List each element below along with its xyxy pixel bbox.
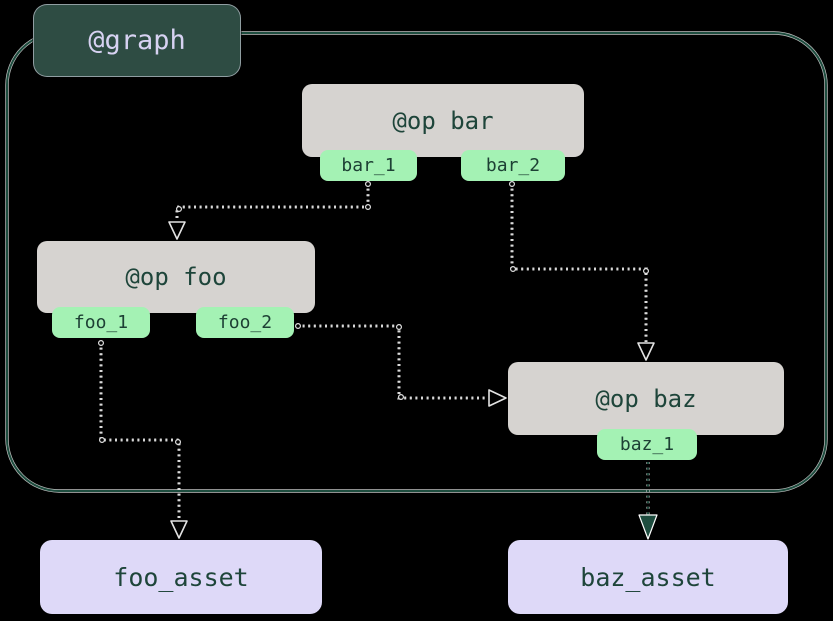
asset-baz-label: baz_asset [580, 562, 716, 592]
output-tag-foo-1[interactable]: foo_1 [52, 307, 150, 338]
output-tag-baz-1-label: baz_1 [619, 434, 675, 455]
graph-node-label: @graph [88, 25, 186, 56]
output-tag-foo-2-label: foo_2 [217, 312, 273, 333]
op-node-baz[interactable]: @op baz [508, 362, 784, 435]
output-tag-foo-2[interactable]: foo_2 [196, 307, 294, 338]
graph-node[interactable]: @graph [33, 4, 241, 77]
arrowhead-baz-asset [638, 514, 658, 540]
edge-foo2-to-baz [295, 323, 507, 407]
op-node-bar[interactable]: @op bar [302, 84, 584, 157]
output-tag-bar-1-label: bar_1 [341, 155, 396, 176]
output-tag-baz-1[interactable]: baz_1 [597, 429, 697, 460]
output-tag-bar-1[interactable]: bar_1 [320, 150, 417, 181]
output-tag-foo-1-label: foo_1 [73, 312, 129, 333]
arrowhead-baz-top [637, 342, 655, 361]
edge-foo1-to-foo-asset [97, 340, 188, 539]
op-baz-label: @op baz [595, 384, 697, 413]
edge-bar1-to-foo [168, 181, 372, 240]
output-tag-bar-2[interactable]: bar_2 [461, 150, 565, 181]
asset-node-baz-asset[interactable]: baz_asset [508, 540, 788, 614]
edge-baz1-to-baz-asset [638, 462, 658, 540]
op-bar-label: @op bar [392, 106, 494, 135]
op-foo-label: @op foo [125, 263, 227, 291]
arrowhead-foo-asset [170, 520, 188, 539]
asset-node-foo-asset[interactable]: foo_asset [40, 540, 322, 614]
edge-bar2-to-baz [509, 181, 655, 361]
arrowhead-foo [168, 221, 186, 240]
graph-border [5, 31, 828, 493]
op-node-foo[interactable]: @op foo [37, 241, 315, 313]
asset-foo-label: foo_asset [113, 562, 249, 592]
output-tag-bar-2-label: bar_2 [485, 155, 541, 176]
arrowhead-baz-left [488, 389, 507, 407]
